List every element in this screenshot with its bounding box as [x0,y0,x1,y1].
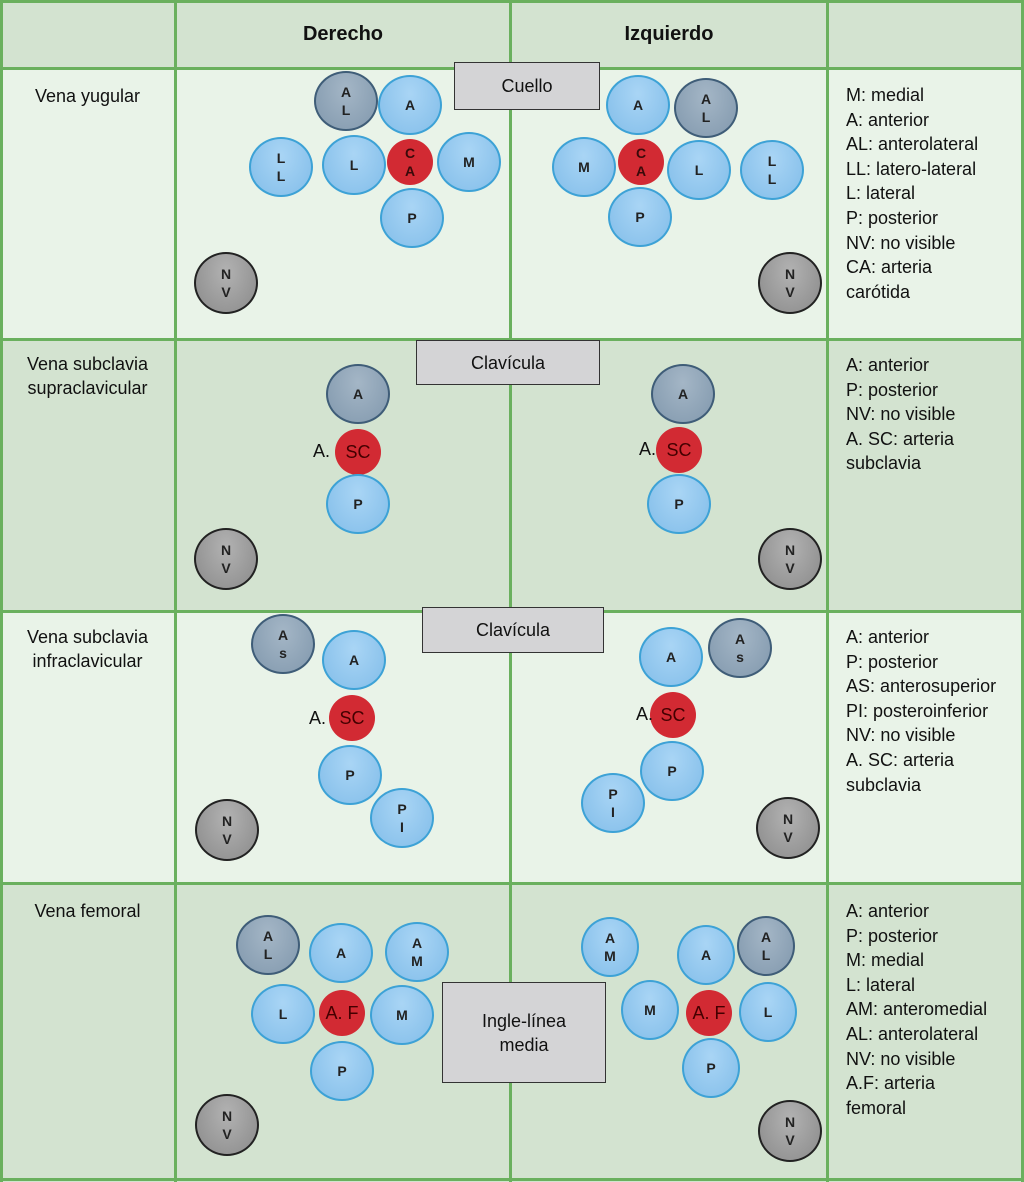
row-infraclavicular-bg [0,611,1024,883]
subclavian-artery-left-infra: SC [650,692,696,738]
position-a-right-yugular: A [378,75,442,135]
row-label-infraclavicular: Vena subclavia infraclavicular [26,627,149,671]
position-a-right-infra: A [322,630,386,690]
grid-line [1021,0,1024,1182]
artery-prefix-label: A. [309,708,327,728]
position-a-left-yugular: A [606,75,670,135]
legend-infraclavicular: A: anterior P: posterior AS: anterosuper… [846,627,997,795]
position-a-left-infra: A [639,627,703,687]
position-a-left-femoral: A [677,925,735,985]
grid-line [0,882,1024,885]
femoral-artery-right: A. F [319,990,365,1036]
position-l-right-femoral: L [251,984,315,1044]
grid-line [509,0,512,1182]
grid-line [0,1178,1024,1181]
position-m-left-femoral: M [621,980,679,1040]
landmark-cuello: Cuello [454,62,600,110]
position-p-right-yugular: P [380,188,444,248]
position-a-left-supra: A [651,364,715,424]
row-label-yugular: Vena yugular [34,86,141,106]
position-p-left-infra: P [640,741,704,801]
position-p-right-infra: P [318,745,382,805]
column-header-derecho: Derecho [302,23,384,45]
subclavian-artery-left-supra: SC [656,427,702,473]
position-m-right-yugular: M [437,132,501,192]
position-a-right-supra: A [326,364,390,424]
grid-line [174,0,177,1182]
artery-prefix-label: A. [313,441,331,461]
row-label-femoral: Vena femoral [34,901,141,921]
femoral-artery-left: A. F [686,990,732,1036]
artery-prefix-label: A. [639,439,657,459]
position-l-left-femoral: L [739,982,797,1042]
grid-line [0,0,1024,3]
landmark-clavicula-infra: Clavícula [422,607,604,653]
position-p-left-yugular: P [608,187,672,247]
landmark-ingle-linea-media: Ingle-línea media [442,982,606,1083]
position-l-right-yugular: L [322,135,386,195]
grid-line [0,338,1024,341]
row-label-supraclavicular: Vena subclavia supraclavicular [26,354,149,398]
legend-supraclavicular: A: anterior P: posterior NV: no visible … [846,355,956,474]
row-yugular-bg [0,68,1024,339]
grid-line [0,0,3,1182]
column-header-izquierdo: Izquierdo [624,23,714,45]
legend-yugular: M: medial A: anterior AL: anterolateral … [846,85,979,302]
position-p-right-femoral: P [310,1041,374,1101]
legend-femoral: A: anterior P: posterior M: medial L: la… [846,901,988,1118]
artery-prefix-label: A. [636,704,654,724]
header-row [0,0,1024,68]
position-m-right-femoral: M [370,985,434,1045]
position-p-left-femoral: P [682,1038,740,1098]
position-m-left-yugular: M [552,137,616,197]
subclavian-artery-right-infra: SC [329,695,375,741]
position-a-right-femoral: A [309,923,373,983]
subclavian-artery-right-supra: SC [335,429,381,475]
position-p-left-supra: P [647,474,711,534]
position-l-left-yugular: L [667,140,731,200]
landmark-clavicula-supra: Clavícula [416,340,600,385]
position-p-right-supra: P [326,474,390,534]
grid-line [826,0,829,1182]
